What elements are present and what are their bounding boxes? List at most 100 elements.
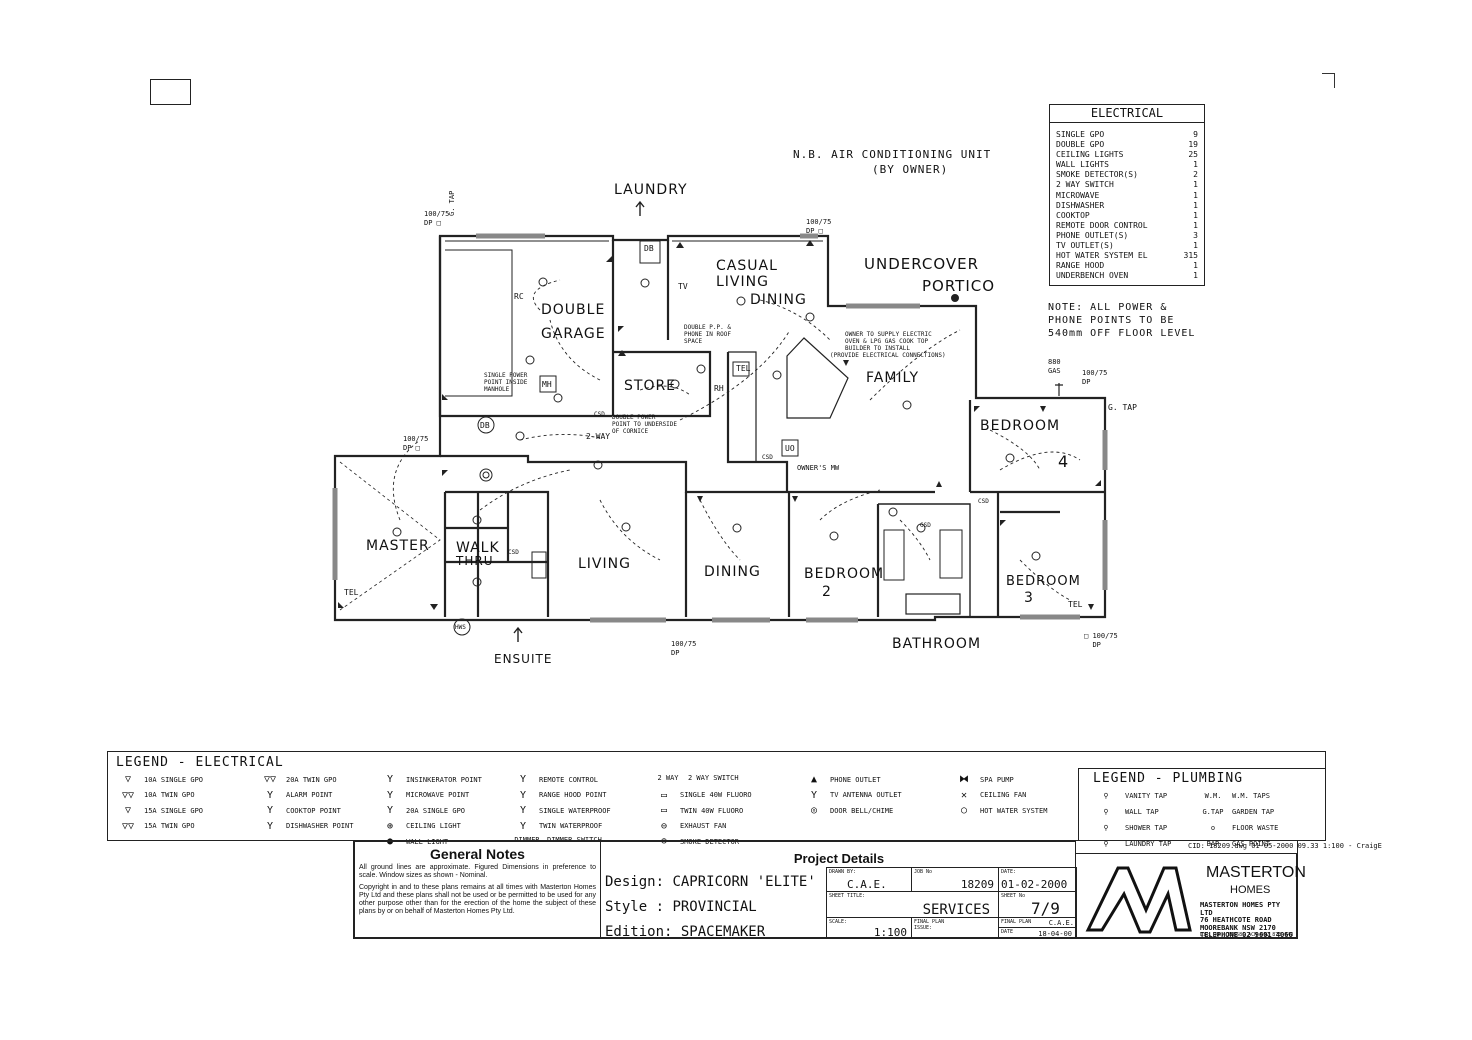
- schedule-item: DOUBLE GPO: [1056, 140, 1105, 150]
- schedule-qty: 1: [1193, 190, 1198, 200]
- legend-label: 2 WAY SWITCH: [688, 774, 739, 782]
- legend-label: HOT WATER SYSTEM: [980, 806, 1048, 815]
- legend-label: GARDEN TAP: [1232, 808, 1275, 816]
- schedule-qty: 1: [1193, 180, 1198, 190]
- schedule-item: RANGE HOOD: [1056, 261, 1105, 271]
- legend-electrical-item: ⧓SPA PUMP: [954, 774, 1014, 785]
- legend-electrical-item: ▽▽15A TWIN GPO: [118, 821, 195, 832]
- room-bedroom2-1: BEDROOM: [804, 566, 885, 582]
- legend-symbol-icon: ▭: [660, 789, 668, 801]
- room-family: FAMILY: [866, 370, 920, 386]
- legend-symbol-icon: Y: [810, 789, 818, 801]
- owners-mw: OWNER'S MW: [797, 464, 840, 472]
- legend-symbol-icon: ⧓: [959, 774, 969, 785]
- legend-label: 20A TWIN GPO: [286, 775, 337, 784]
- legend-symbol-icon: Y: [519, 805, 527, 816]
- room-garage-1: DOUBLE: [541, 302, 606, 318]
- legend-plumbing-item: W.M.W.M. TAPS: [1200, 792, 1270, 800]
- project-fields: Design: CAPRICORN 'ELITE' Style : PROVIN…: [605, 870, 816, 945]
- edition-value: SPACEMAKER: [680, 924, 766, 940]
- room-living: LIVING: [578, 556, 631, 572]
- schedule-item: HOT WATER SYSTEM EL: [1056, 251, 1148, 261]
- legend-electrical-item: Y TWIN WATERPROOF: [513, 821, 602, 832]
- legend-symbol-icon: Y: [519, 820, 527, 832]
- double-pp-3: SPACE: [684, 338, 703, 345]
- legend-label: COOKTOP POINT: [286, 806, 341, 815]
- single-power-3: MANHOLE: [484, 386, 510, 393]
- scale-value: 1:100: [873, 926, 907, 939]
- electrical-schedule-row: TV OUTLET(S)1: [1050, 241, 1204, 251]
- room-master: MASTER: [366, 538, 430, 554]
- company-addr-2: 76 HEATHCOTE ROAD: [1200, 916, 1272, 924]
- fixture-tel1: TEL: [736, 364, 751, 373]
- schedule-item: UNDERBENCH OVEN: [1056, 271, 1129, 281]
- legend-label: CEILING LIGHT: [406, 822, 461, 830]
- room-casual-2: LIVING: [716, 274, 769, 290]
- schedule-item: REMOTE DOOR CONTROL: [1056, 220, 1148, 230]
- room-bedroom2-2: 2: [822, 584, 832, 600]
- legend-label: INSINKERATOR POINT: [406, 775, 482, 784]
- legend-label: TV ANTENNA OUTLET: [830, 791, 902, 799]
- company-name-2: HOMES: [1230, 884, 1271, 896]
- downpipe-6: □ 100/75 DP: [1084, 632, 1118, 649]
- schedule-qty: 19: [1188, 140, 1198, 150]
- double-power-1: DOUBLE POWER: [612, 414, 656, 421]
- legend-electrical-item: Y SINGLE WATERPROOF: [513, 805, 611, 816]
- legend-symbol-icon: 2 WAY: [657, 774, 679, 782]
- legend-symbol-icon: Y: [386, 789, 394, 801]
- legend-label: SINGLE WATERPROOF: [539, 806, 611, 815]
- schedule-qty: 1: [1193, 220, 1198, 230]
- legend-label: TWIN 40W FLUORO: [680, 806, 744, 815]
- owner-supply-2: OVEN & LPG GAS COOK TOP: [845, 338, 929, 345]
- electrical-schedule-row: DOUBLE GPO 19: [1050, 140, 1204, 150]
- legend-plumbing-item: ⚲WALL TAP: [1093, 808, 1159, 816]
- legend-electrical-title: LEGEND - ELECTRICAL: [116, 755, 284, 770]
- schedule-qty: 1: [1193, 210, 1198, 220]
- room-casual-3: DINING: [750, 292, 807, 308]
- electrical-schedule-title: ELECTRICAL: [1050, 105, 1204, 123]
- g-tap-top: G. TAP: [448, 190, 456, 216]
- electrical-schedule-row: REMOTE DOOR CONTROL 1: [1050, 221, 1204, 231]
- general-notes: General Notes All ground lines are appro…: [354, 841, 601, 938]
- legend-label: 15A SINGLE GPO: [144, 806, 204, 815]
- legend-label: MICROWAVE POINT: [406, 791, 470, 799]
- legend-label: 20A SINGLE GPO: [406, 806, 466, 815]
- drawn-by-cell: DRAWN BY:C.A.E.: [826, 867, 912, 892]
- legend-label: TWIN WATERPROOF: [539, 822, 603, 830]
- schedule-item: 2 WAY SWITCH: [1056, 180, 1114, 190]
- fixture-csd4: CSD: [508, 549, 519, 556]
- legend-symbol-icon: ▽: [124, 774, 132, 785]
- legend-electrical-item: ▽▽20A TWIN GPO: [260, 774, 337, 785]
- schedule-qty: 1: [1193, 200, 1198, 210]
- legend-label: PHONE OUTLET: [830, 775, 881, 784]
- legend-electrical-item: ▽10A SINGLE GPO: [118, 774, 203, 785]
- legend-electrical-item: ⊖EXHAUST FAN: [654, 821, 726, 832]
- schedule-item: COOKTOP: [1056, 210, 1090, 220]
- fixture-csd1: CSD: [594, 411, 605, 418]
- sheet-title-cell: SHEET TITLE:SERVICES: [826, 891, 999, 918]
- legend-symbol-icon: BAR: [1206, 840, 1220, 848]
- style-value: PROVINCIAL: [672, 899, 757, 915]
- power-note-line1: NOTE: ALL POWER &: [1048, 302, 1168, 313]
- legend-label: REMOTE CONTROL: [539, 775, 599, 784]
- scale-cell: SCALE:1:100: [826, 917, 912, 939]
- legend-label: SINGLE 40W FLUORO: [680, 791, 752, 799]
- double-power-3: OF CORNICE: [612, 428, 649, 435]
- legend-symbol-icon: Y: [519, 789, 527, 801]
- project-title: Project Details: [793, 851, 885, 866]
- legend-symbol-icon: ▽: [124, 805, 132, 816]
- fixture-csd3: CSD: [978, 498, 989, 505]
- legend-label: DOOR BELL/CHIME: [830, 806, 894, 815]
- general-notes-p1: All ground lines are approximate. Figure…: [359, 864, 596, 879]
- legend-label: WALL TAP: [1125, 808, 1159, 816]
- legend-label: FLOOR WASTE: [1232, 824, 1279, 832]
- double-power-2: POINT TO UNDERSIDE: [612, 421, 678, 428]
